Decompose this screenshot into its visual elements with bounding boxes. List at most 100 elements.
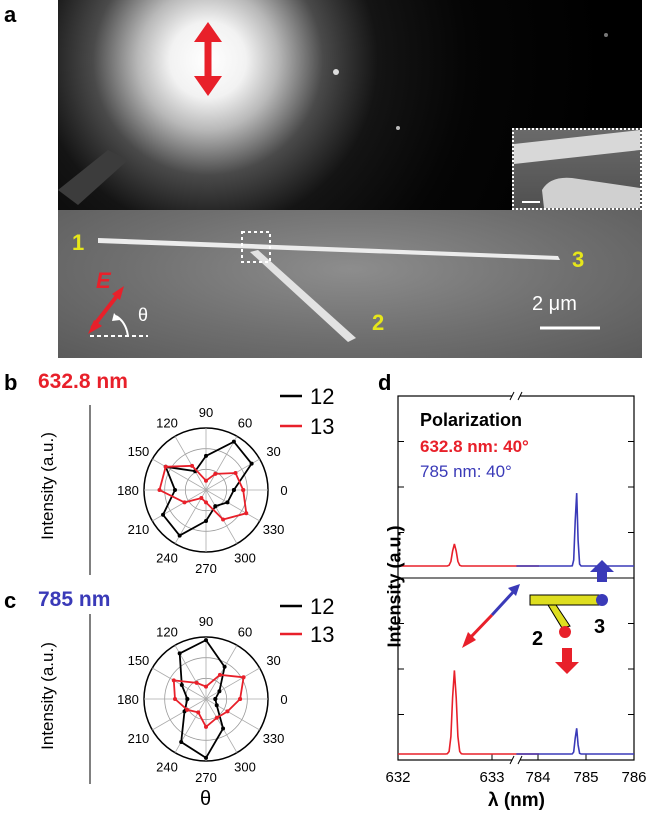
x-tick-784: 784 xyxy=(525,769,550,786)
x-tick-785: 785 xyxy=(573,769,598,786)
polar-b-point-13-240 xyxy=(199,496,204,501)
polar-c-point-12-360 xyxy=(213,697,218,701)
polar-b-point-13-270 xyxy=(204,500,208,505)
e-field-label: E xyxy=(96,268,111,293)
polar-b-angle-label-210: 210 xyxy=(128,522,150,537)
polar-b-point-13-150 xyxy=(163,464,168,469)
speckle-overlay xyxy=(58,22,608,205)
panel-c-xlabel: θ xyxy=(200,788,212,810)
polar-b-point-13-360 xyxy=(241,488,246,492)
spectrum-series-bottom-632.8 xyxy=(398,670,539,755)
magnified-inset xyxy=(512,128,642,210)
scale-bar-label: 2 μm xyxy=(532,293,577,315)
x-tick-633: 633 xyxy=(479,769,504,786)
e-field-arrow-icon xyxy=(88,286,124,334)
polarization-arrow-icon xyxy=(194,22,222,96)
polar-b-angle-label-270: 270 xyxy=(195,561,217,576)
polar-b-angle-label-330: 330 xyxy=(263,522,285,537)
polar-b-angle-label-300: 300 xyxy=(234,551,256,566)
wire-end-label-1: 1 xyxy=(72,230,85,255)
sem-image xyxy=(58,210,642,358)
polar-b-point-12-240 xyxy=(177,533,182,538)
polar-b-point-12-210 xyxy=(161,512,166,517)
polar-c-point-13-150 xyxy=(171,678,176,683)
polar-c-point-13-120 xyxy=(194,680,199,685)
spectrum-series-bottom-785 xyxy=(516,728,634,755)
polar-b-angle-label-120: 120 xyxy=(156,415,178,430)
spectrum-series-top-632.8 xyxy=(398,543,539,567)
polar-b-point-13-300 xyxy=(221,517,226,522)
legend-b-12: 12 xyxy=(310,384,334,409)
polar-c-point-13-360 xyxy=(238,697,243,701)
x-tick-632: 632 xyxy=(385,769,410,786)
polar-c-angle-label-150: 150 xyxy=(128,653,150,668)
polar-b-point-13-90 xyxy=(204,478,208,483)
polar-c-point-12-330 xyxy=(214,703,219,708)
panel-b-ylabel: Intensity (a.u.) xyxy=(38,432,57,540)
angle-label: θ xyxy=(138,305,149,325)
polar-c-point-13-60 xyxy=(217,672,222,677)
polar-b-angle-label-90: 90 xyxy=(199,405,213,420)
polar-b-point-12-180 xyxy=(173,488,177,492)
micrograph-panel xyxy=(58,0,642,358)
legend-b-13: 13 xyxy=(310,414,334,439)
schematic-wire-icon xyxy=(462,560,614,674)
panel-letter-a: a xyxy=(4,2,17,27)
polar-b-point-13-330 xyxy=(244,511,249,516)
panel-d-line2: 785 nm: 40° xyxy=(420,462,512,481)
polar-c-angle-label-120: 120 xyxy=(156,624,178,639)
polar-c-angle-label-330: 330 xyxy=(263,731,285,746)
polar-b-point-13-210 xyxy=(182,500,187,505)
panel-c-ylabel: Intensity (a.u.) xyxy=(38,642,57,750)
schematic-label-2: 2 xyxy=(532,628,544,650)
panel-b-legend: 12 13 xyxy=(280,384,334,439)
polar-c-point-13-300 xyxy=(214,715,219,720)
polar-c-angle-label-30: 30 xyxy=(266,653,280,668)
polar-c-point-13-270 xyxy=(204,724,208,729)
polar-b-point-13-120 xyxy=(190,463,195,468)
x-tick-786: 786 xyxy=(621,769,646,786)
panel-d-title: Polarization xyxy=(420,410,523,430)
polar-c-point-12-300 xyxy=(221,726,226,731)
panel-d-xlabel: λ (nm) xyxy=(488,790,545,811)
polar-c-point-12-180 xyxy=(185,697,190,701)
spectrum-plot: 632 633 784 785 786 xyxy=(385,391,647,786)
polar-c-point-12-120 xyxy=(177,651,182,656)
polar-b-angle-label-150: 150 xyxy=(128,444,150,459)
polar-c-point-12-60 xyxy=(222,664,227,669)
spectrum-series-top-785 xyxy=(516,493,634,567)
polar-b-point-13-180 xyxy=(157,488,162,492)
polar-b-point-12-330 xyxy=(225,500,230,505)
schematic-label-3: 3 xyxy=(594,616,606,638)
polar-b-angle-label-0: 0 xyxy=(280,483,287,498)
polar-c-point-13-210 xyxy=(185,707,190,712)
polar-b-point-12-270 xyxy=(204,519,208,523)
polar-b-point-12-360 xyxy=(231,488,236,492)
polar-c-point-13-90 xyxy=(204,684,208,689)
polar-c-angle-label-210: 210 xyxy=(128,731,150,746)
polar-b-angle-label-30: 30 xyxy=(266,444,280,459)
polar-b-angle-label-60: 60 xyxy=(238,415,252,430)
panel-letter-d: d xyxy=(378,370,392,395)
legend-c-13: 13 xyxy=(310,622,334,647)
panel-d-ylabel: Intensity (a.u.) xyxy=(384,525,405,648)
polar-c-point-12-240 xyxy=(179,739,184,744)
legend-c-12: 12 xyxy=(310,594,334,619)
polar-b-point-12-90 xyxy=(204,453,208,458)
polar-b-angle-label-240: 240 xyxy=(156,551,178,566)
polar-b-point-13-60 xyxy=(213,471,218,476)
polar-c-angle-label-90: 90 xyxy=(199,614,213,629)
polar-c-angle-label-300: 300 xyxy=(234,760,256,775)
inset-wire-image xyxy=(514,130,640,208)
polar-b-point-12-60 xyxy=(231,439,236,444)
polar-b-angle-label-180: 180 xyxy=(117,483,139,498)
polar-c-point-12-30 xyxy=(217,689,222,694)
panel-d-line1: 632.8 nm: 40° xyxy=(420,437,529,456)
polar-c-angle-label-240: 240 xyxy=(156,760,178,775)
polar-b-point-13-30 xyxy=(233,470,238,475)
polar-c-angle-label-60: 60 xyxy=(238,624,252,639)
panel-c-legend: 12 13 xyxy=(280,594,334,647)
polar-c-point-13-180 xyxy=(173,697,177,701)
